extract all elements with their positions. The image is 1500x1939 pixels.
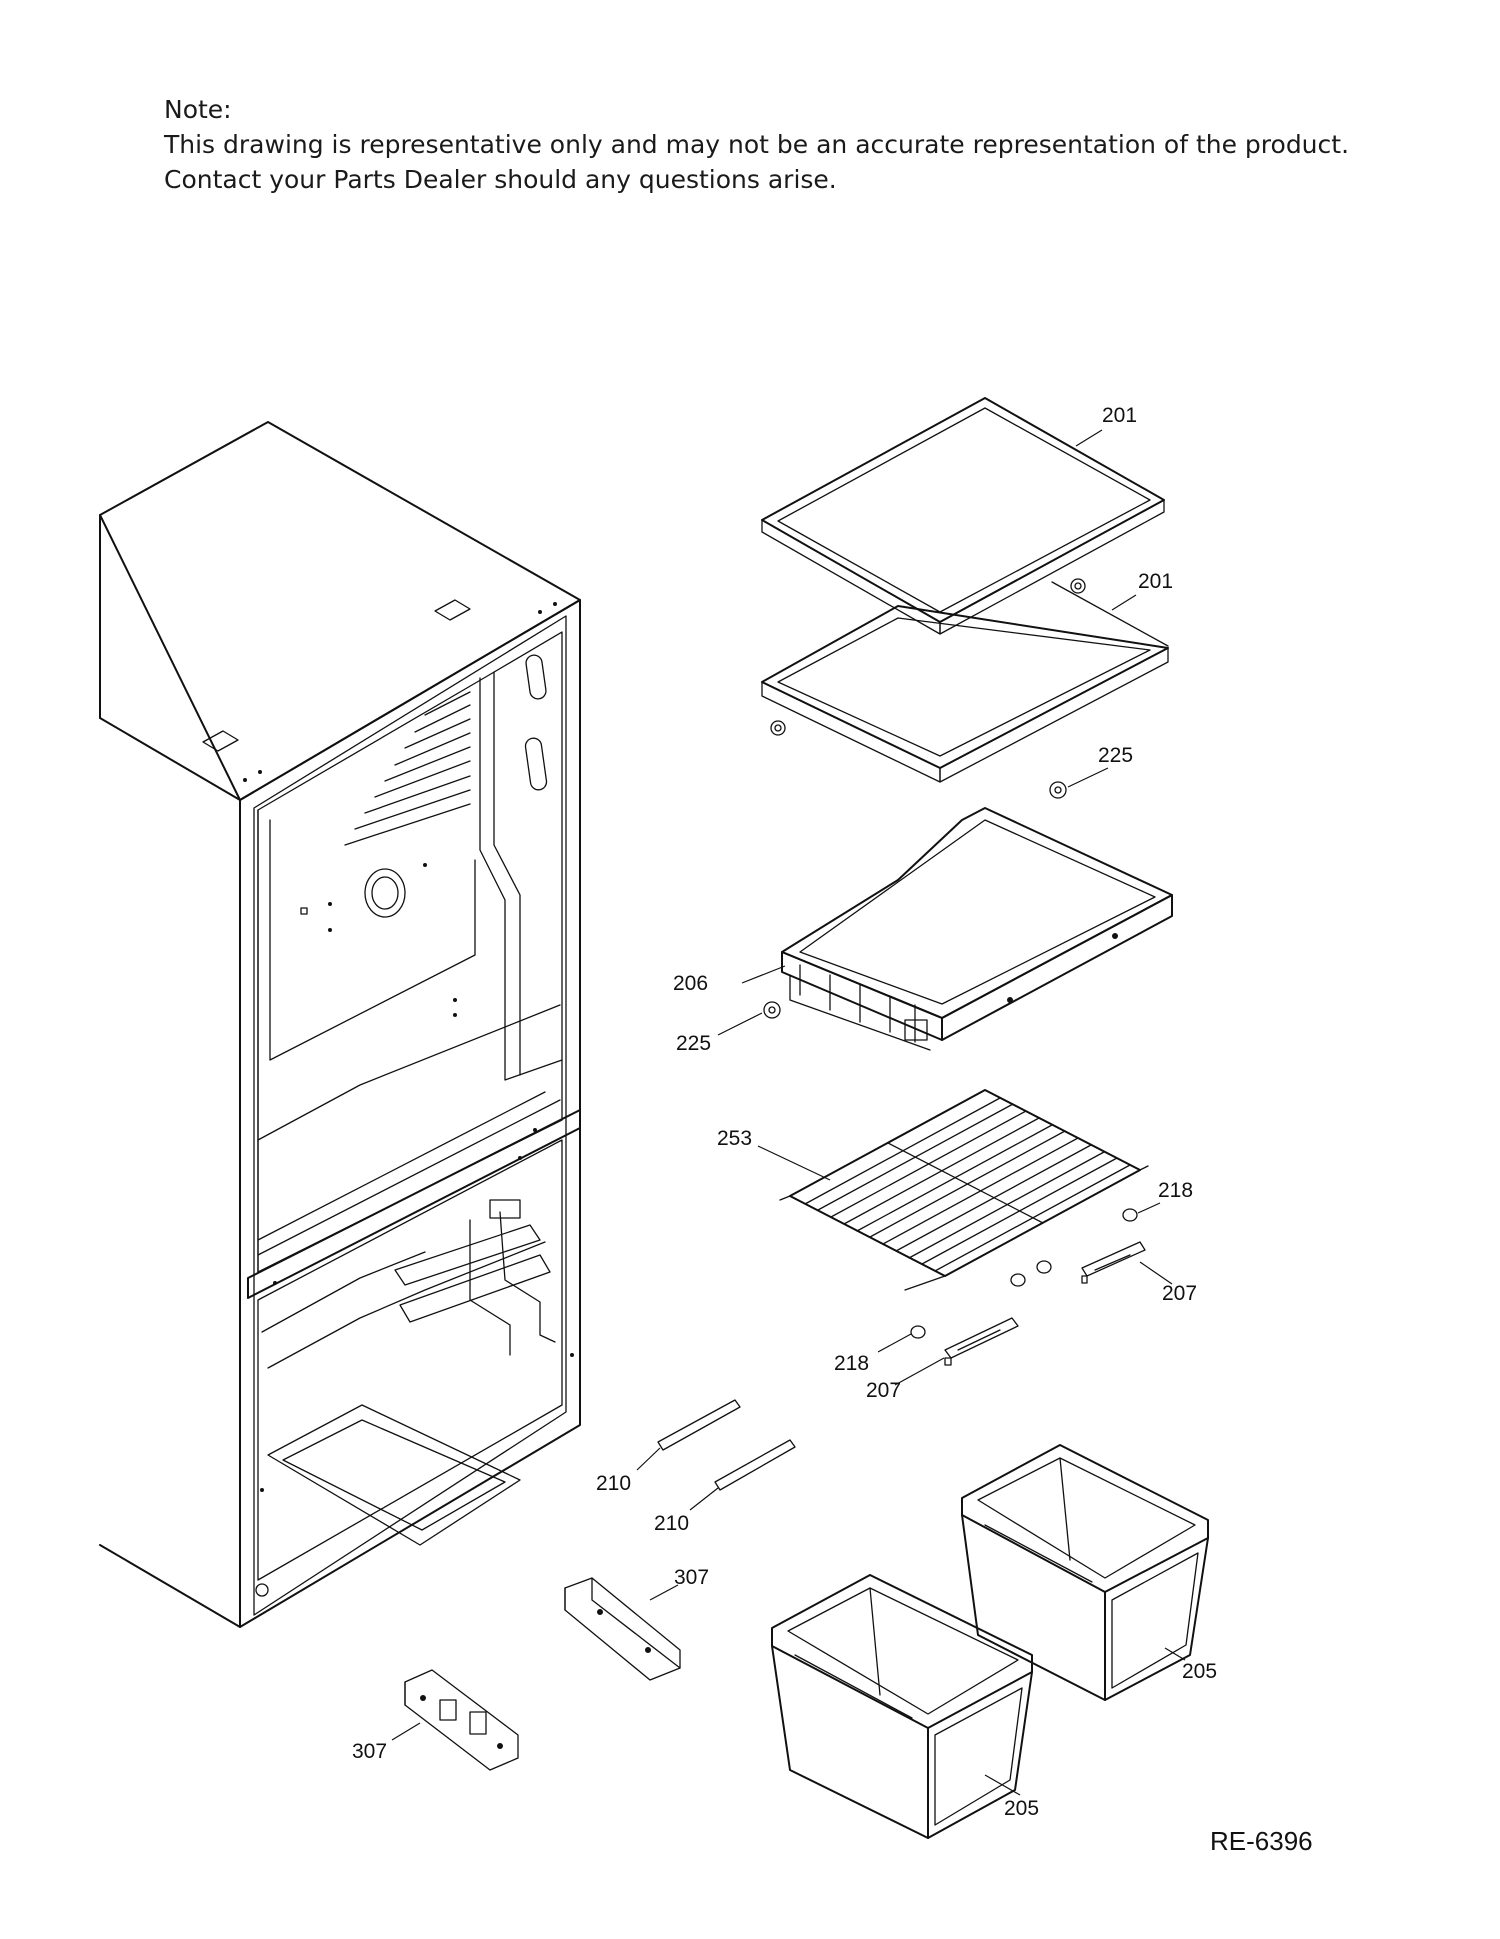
drawer-bracket-lower [404,1669,519,1771]
shelf-stopper-left [763,1001,781,1019]
callout-201-top: 201 [1102,404,1137,427]
callout-201-second: 201 [1138,570,1173,593]
callout-307-upper: 307 [674,1566,709,1589]
refrigerator-cabinet [99,421,581,1628]
leader-lines [391,429,1186,1796]
callout-207-left: 207 [866,1379,901,1402]
callout-218-left: 218 [834,1352,869,1375]
callout-206: 206 [673,972,708,995]
crisper-drawer-right [961,1444,1209,1701]
note-line-1: This drawing is representative only and … [164,130,1350,159]
shelf-slide-left [944,1317,1019,1366]
callout-207-right: 207 [1162,1282,1197,1305]
shelf-stopper-right [1049,781,1067,799]
drawer-rail-tracks [394,1199,556,1356]
callout-307-lower: 307 [352,1740,387,1763]
callout-210-lower: 210 [654,1512,689,1535]
shelf-cap-right [1122,1208,1138,1222]
note-heading: Note: [164,95,232,124]
shelf-stopper-top [1070,578,1086,594]
shelf-slide-right [1081,1241,1146,1284]
rear-air-vent [344,691,471,846]
callout-225-left: 225 [676,1032,711,1055]
glass-shelf-second [761,581,1169,783]
callout-labels: 201 201 225 206 225 253 218 207 218 207 … [352,404,1217,1820]
callout-253: 253 [717,1127,752,1150]
crisper-drawer-left [771,1574,1033,1839]
callout-218-right: 218 [1158,1179,1193,1202]
drawer-bracket-upper [564,1577,681,1681]
callout-205-left: 205 [1004,1797,1039,1820]
document-id: RE-6396 [1210,1826,1313,1856]
disclaimer-note: Note: This drawing is representative onl… [164,92,1394,197]
drawer-rail-lower [714,1439,796,1491]
callout-210-upper: 210 [596,1472,631,1495]
callout-225-right: 225 [1098,744,1133,767]
note-line-2: Contact your Parts Dealer should any que… [164,165,837,194]
wire-shelf [779,1089,1149,1291]
crisper-cover [781,807,1173,1051]
glass-shelf-top [761,397,1165,635]
shelf-stopper-left-upper [770,720,786,736]
drawer-rail-upper [657,1399,741,1451]
fan-cover [364,868,406,918]
shelf-cap-left [910,1325,926,1339]
callout-205-right: 205 [1182,1660,1217,1683]
shelf-caps-middle [1010,1260,1052,1287]
